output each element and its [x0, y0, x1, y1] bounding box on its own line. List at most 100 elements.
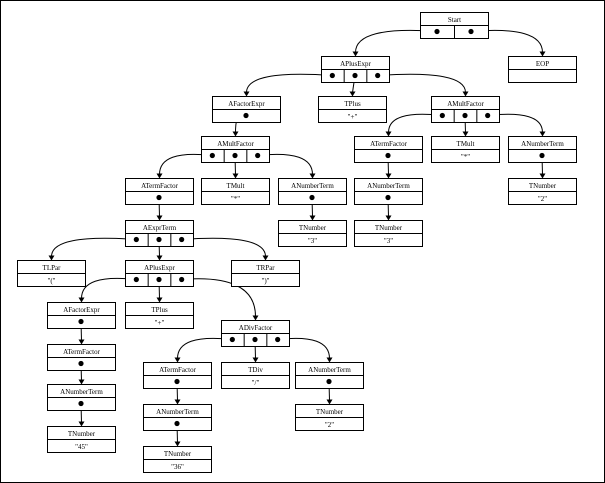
node-name-label: AFactorExpr	[63, 306, 100, 314]
port-dot	[462, 112, 468, 119]
port-dot	[156, 276, 162, 283]
node-name-label: ATermFactor	[370, 140, 408, 148]
tree-node-afactor1: AFactorExpr	[212, 96, 281, 123]
node-name-label: ANumberTerm	[291, 182, 334, 190]
node-value-label: "("	[47, 277, 55, 285]
node-name-label: EOP	[536, 60, 549, 68]
node-name-label: TRPar	[256, 264, 275, 272]
port-dot	[275, 336, 281, 343]
node-name-label: TNumber	[316, 408, 344, 416]
tree-node-eop: EOP	[508, 56, 577, 83]
node-name-label: TLPar	[43, 264, 62, 272]
port-dot	[385, 152, 391, 159]
node-name-label: ATermFactor	[159, 366, 197, 374]
port-dot	[375, 72, 381, 79]
arrowhead	[385, 215, 392, 221]
arrowhead	[78, 421, 85, 427]
arrowhead	[156, 255, 163, 261]
arrowhead	[78, 379, 85, 385]
node-value-label: "45"	[75, 443, 88, 451]
arrowhead	[385, 173, 392, 179]
arrowhead	[156, 173, 163, 179]
node-name-label: ANumberTerm	[521, 140, 564, 148]
arrowhead	[462, 91, 469, 97]
port-dot	[385, 194, 391, 201]
port-dot	[352, 72, 358, 79]
tree-node-aplus1: APlusExpr	[321, 56, 390, 83]
port-dot	[179, 276, 185, 283]
edge-aexpr-trpar	[181, 237, 269, 261]
node-name-label: TNumber	[375, 224, 403, 232]
port-dot	[133, 236, 139, 243]
node-value-label: "/"	[252, 379, 260, 387]
tree-node-aterm_d: ATermFactor	[143, 362, 212, 389]
node-name-label: TNumber	[68, 430, 96, 438]
port-dot	[133, 276, 139, 283]
arrowhead	[174, 399, 181, 405]
node-name-label: ATermFactor	[141, 182, 179, 190]
arrowhead	[309, 215, 316, 221]
port-dot	[179, 236, 185, 243]
tree-node-tnum_d36: TNumber"36"	[143, 446, 212, 473]
tree-node-aplus2: APlusExpr	[125, 260, 194, 287]
arrowhead	[352, 51, 359, 57]
port-dot	[78, 318, 84, 325]
tree-node-tnum_r3: TNumber "3"	[354, 220, 423, 247]
tree-node-anum_d: ANumberTerm	[295, 362, 364, 389]
edge-aexpr-tlpar	[48, 237, 137, 261]
node-name-label: TDiv	[248, 366, 263, 374]
port-dot	[78, 360, 84, 367]
tree-node-tplus2: TPlus"+"	[125, 302, 194, 329]
arrowhead	[243, 91, 250, 97]
tree-node-trpar: TRPar")"	[231, 260, 300, 287]
arrowhead	[174, 357, 181, 363]
tree-node-tlpar: TLPar "("	[17, 260, 86, 287]
arrowhead	[262, 255, 269, 261]
node-name-label: TMult	[227, 182, 245, 190]
port-dot	[539, 152, 545, 159]
arrowhead	[48, 255, 55, 261]
tree-node-tnum_m: TNumber"3"	[278, 220, 347, 247]
node-name-label: ANumberTerm	[156, 408, 199, 416]
arrowhead	[349, 91, 356, 97]
tree-node-aterm_m: ATermFactor	[125, 178, 194, 205]
tree-node-anum_r2: ANumberTerm	[354, 178, 423, 205]
tree-node-tdiv: TDiv "/"	[221, 362, 290, 389]
node-name-label: TPlus	[151, 306, 168, 314]
arrowhead	[309, 173, 316, 179]
arrowhead	[539, 131, 546, 137]
node-name-label: AFactorExpr	[228, 100, 265, 108]
edge-aplus1-afactor1	[243, 73, 333, 97]
edge-aplus1-amult1	[377, 73, 469, 97]
node-value-label: "3"	[384, 237, 393, 245]
port-dot	[156, 194, 162, 201]
tree-node-afactor2: AFactorExpr	[47, 302, 116, 329]
port-dot	[468, 28, 474, 35]
node-name-label: ANumberTerm	[308, 366, 351, 374]
tree-node-tnum_r2: TNumber"2"	[508, 178, 577, 205]
tree-node-tmult_m: TMult"*"	[201, 178, 270, 205]
node-name-label: ADivFactor	[239, 324, 273, 332]
arrowhead	[156, 215, 163, 221]
arrowhead	[385, 131, 392, 137]
port-dot	[485, 112, 491, 119]
arrowhead	[78, 339, 85, 345]
tree-node-aterm_l: ATermFactor	[47, 344, 116, 371]
node-value-label: "2"	[325, 421, 334, 429]
node-name-label: APlusExpr	[144, 264, 175, 272]
arrowhead	[539, 173, 546, 179]
node-name-label: TNumber	[529, 182, 557, 190]
node-name-label: APlusExpr	[340, 60, 371, 68]
port-dot	[326, 378, 332, 385]
port-dot	[252, 336, 258, 343]
arrowhead	[174, 441, 181, 447]
arrowhead	[156, 297, 163, 303]
port-dot	[174, 420, 180, 427]
node-name-label: ATermFactor	[63, 348, 101, 356]
tree-node-tnum_l: TNumber "45"	[47, 426, 116, 453]
tree-node-adiv: ADivFactor	[221, 320, 290, 347]
tree-node-start: Start	[420, 12, 489, 39]
edge-line	[51, 237, 137, 257]
arrowhead	[232, 173, 239, 179]
